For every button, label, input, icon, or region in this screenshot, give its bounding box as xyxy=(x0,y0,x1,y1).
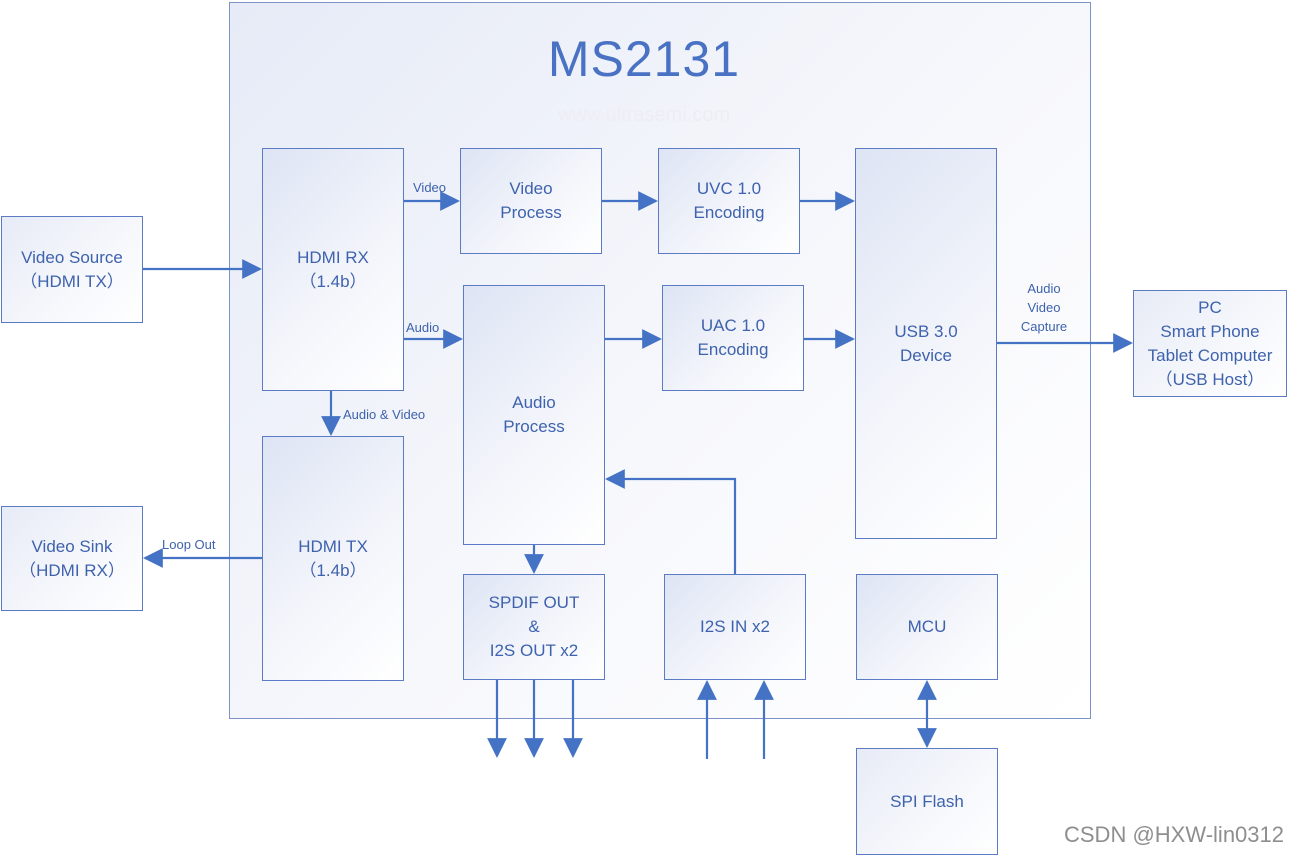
uvc-encoding-label: UVC 1.0 Encoding xyxy=(693,179,765,222)
mcu-label: MCU xyxy=(907,617,947,636)
edge-label-capture: Audio Video Capture xyxy=(1020,281,1068,334)
hdmi-rx-block: HDMI RX （1.4b） xyxy=(262,148,404,391)
audio-process-block: Audio Process xyxy=(463,285,605,545)
usb-host-block: PC Smart Phone Tablet Computer （USB Host… xyxy=(1133,290,1287,397)
i2s-in-label: I2S IN x2 xyxy=(700,617,770,636)
audio-process-label: Audio Process xyxy=(503,393,565,436)
uac-encoding-label: UAC 1.0 Encoding xyxy=(697,316,769,359)
uac-encoding-block: UAC 1.0 Encoding xyxy=(662,285,804,391)
arrow-i2s-in-to-audio-process xyxy=(605,469,737,574)
usb-device-label: USB 3.0 Device xyxy=(894,321,958,365)
video-process-label: Video Process xyxy=(500,179,562,222)
usb-device-block: USB 3.0 Device xyxy=(855,148,997,539)
mcu-block: MCU xyxy=(856,574,998,680)
edge-label-loop-out: Loop Out xyxy=(162,537,216,552)
spi-flash-label: SPI Flash xyxy=(890,791,964,811)
video-sink-block: Video Sink （HDMI RX） xyxy=(1,506,143,611)
chip-title: MS2131 xyxy=(547,31,741,87)
video-sink-label: Video Sink （HDMI RX） xyxy=(19,536,125,580)
edge-label-audio-video: Audio & Video xyxy=(343,407,426,422)
spdif-out-block: SPDIF OUT & I2S OUT x2 xyxy=(463,574,605,680)
uvc-encoding-block: UVC 1.0 Encoding xyxy=(658,148,800,254)
edge-label-audio: Audio xyxy=(406,320,440,335)
hdmi-tx-label: HDMI TX （1.4b） xyxy=(298,536,368,580)
edge-label-video: Video xyxy=(413,180,447,195)
spdif-out-label: SPDIF OUT & I2S OUT x2 xyxy=(488,593,580,660)
watermark-text: www.ultrasemi.com xyxy=(557,104,731,126)
spi-flash-block: SPI Flash xyxy=(856,748,998,855)
credit-text: CSDN @HXW-lin0312 xyxy=(1064,822,1284,847)
i2s-in-block: I2S IN x2 xyxy=(664,574,806,680)
video-source-label: Video Source （HDMI TX） xyxy=(20,247,124,291)
video-source-block: Video Source （HDMI TX） xyxy=(1,216,143,323)
hdmi-rx-label: HDMI RX （1.4b） xyxy=(297,247,369,291)
hdmi-tx-block: HDMI TX （1.4b） xyxy=(262,436,404,681)
video-process-block: Video Process xyxy=(460,148,602,254)
usb-host-label: PC Smart Phone Tablet Computer （USB Host… xyxy=(1147,297,1273,389)
